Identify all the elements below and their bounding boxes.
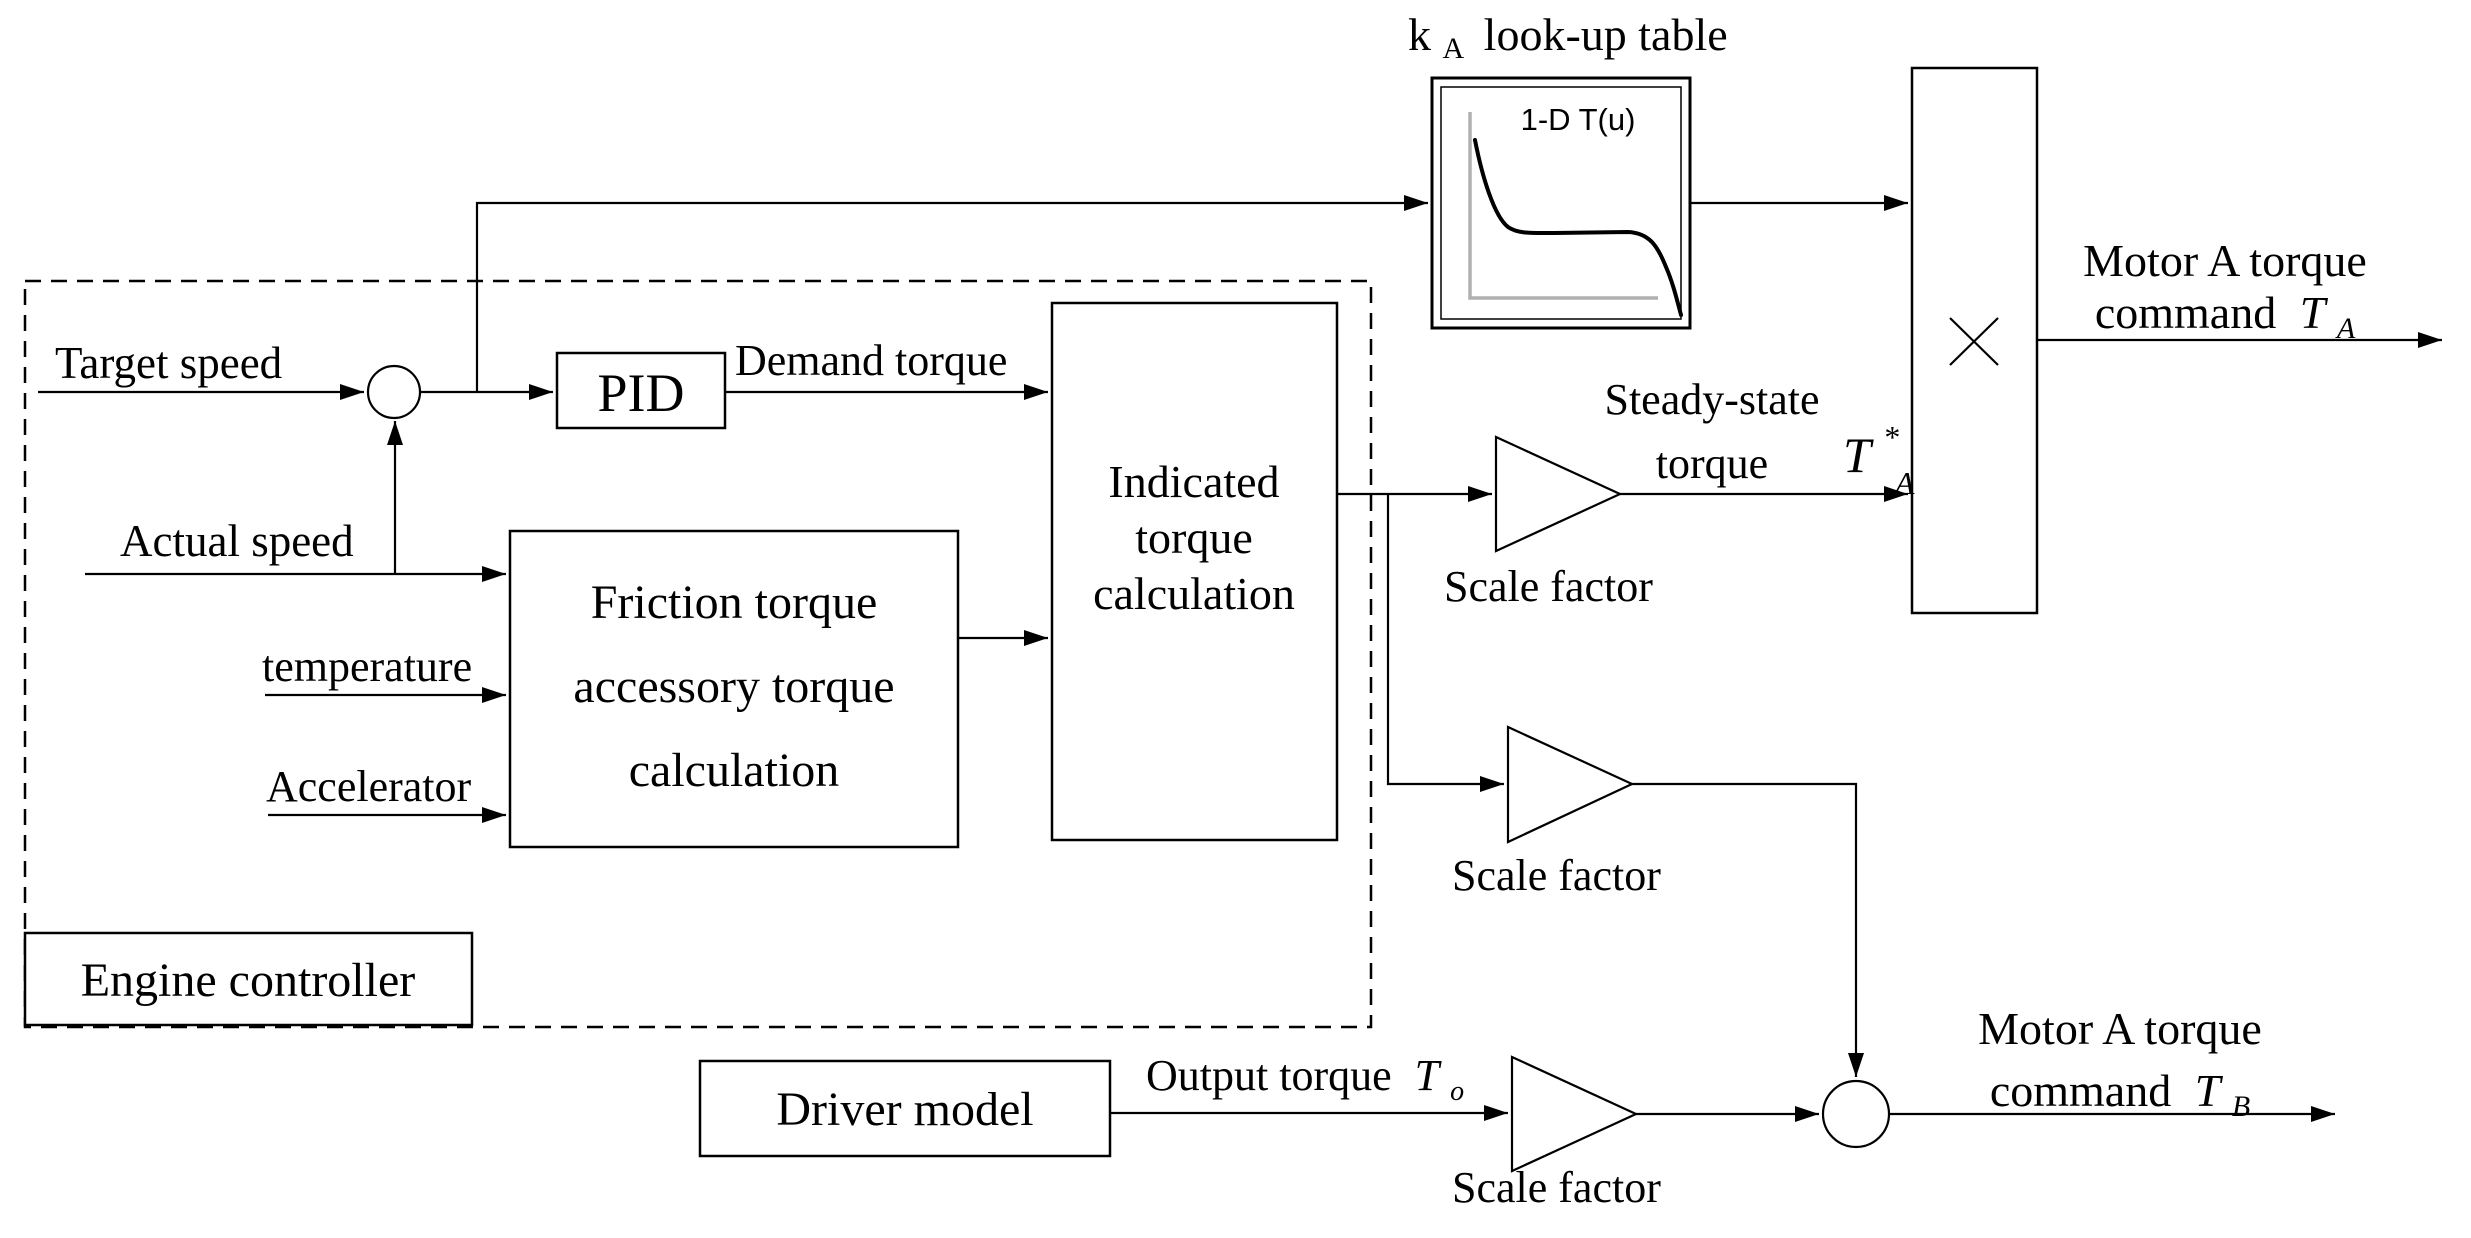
scale-factor-2-gain: [1506, 725, 1635, 844]
steady-state-label-line1: Steady-state: [1604, 375, 1819, 424]
output-torque-symbol: T: [1415, 1051, 1443, 1100]
pid-label: PID: [597, 363, 684, 423]
motor-b-label-line1: Motor A torque: [1978, 1003, 2262, 1054]
indicated-block-line2: torque: [1135, 512, 1253, 563]
indicated-torque-block: [1050, 301, 1339, 842]
driver-model-label: Driver model: [776, 1083, 1033, 1136]
accelerator-label: Accelerator: [266, 762, 472, 811]
motor-b-label-line2: command T B: [1990, 1065, 2250, 1123]
lookup-title-subscript: A: [1443, 32, 1465, 65]
motor-a-label-line1: Motor A torque: [2083, 235, 2367, 286]
motor-a-symbol: T: [2300, 287, 2329, 338]
friction-block-line3: calculation: [629, 744, 840, 797]
demand-torque-label: Demand torque: [735, 336, 1007, 385]
motor-a-command-word: command: [2095, 287, 2276, 338]
friction-block-line2: accessory torque: [573, 660, 894, 713]
lookup-table-axes: [1468, 112, 1658, 300]
friction-block-line1: Friction torque: [591, 576, 878, 629]
scale2-to-sum2-line: [1632, 782, 1864, 1077]
multiply-block: [1910, 66, 2039, 615]
friction-torque-block: [508, 529, 960, 849]
steady-state-label-line2: torque: [1656, 439, 1768, 488]
motor-a-label-line2: command T A: [2095, 287, 2356, 345]
ta-star-base: T: [1843, 427, 1874, 483]
branch-to-scale2-line: [1386, 494, 1504, 792]
lookup-title-rest: look-up table: [1484, 9, 1728, 60]
lookup-title-base: k: [1408, 9, 1431, 60]
engine-controller-label-box: [23, 931, 474, 1027]
scale-factor-3-gain: [1510, 1055, 1639, 1173]
pid-block: [555, 351, 727, 430]
motor-b-symbol: T: [2195, 1065, 2224, 1116]
scale-factor-2-label: Scale factor: [1452, 851, 1661, 900]
temperature-label: temperature: [262, 642, 472, 691]
output-torque-words: Output torque: [1146, 1051, 1392, 1100]
lookup-table-block: 1-D T(u): [1430, 76, 1692, 330]
sum-junction-2: [1821, 1079, 1891, 1149]
branch-to-lookup-line: [475, 195, 1428, 392]
motor-b-command-word: command: [1990, 1065, 2171, 1116]
lookup-table-inner-border: [1440, 86, 1682, 320]
output-torque-symbol-subscript: o: [1450, 1076, 1464, 1107]
ta-star-label: T * A: [1843, 403, 1915, 501]
motor-a-symbol-subscript: A: [2335, 312, 2356, 345]
ta-star-subscript: A: [1893, 465, 1915, 501]
output-torque-label: Output torque T o: [1146, 1051, 1464, 1107]
motor-b-symbol-subscript: B: [2232, 1090, 2250, 1123]
actual-speed-label: Actual speed: [120, 516, 354, 566]
indicated-block-line1: Indicated: [1108, 456, 1279, 507]
engine-controller-label: Engine controller: [81, 954, 416, 1007]
lookup-table-inner-label: 1-D T(u): [1521, 102, 1636, 137]
driver-model-block: [698, 1059, 1112, 1158]
ta-star-superscript: *: [1884, 419, 1900, 455]
target-speed-label: Target speed: [55, 338, 282, 388]
scale-factor-3-label: Scale factor: [1452, 1163, 1661, 1212]
scale-factor-1-label: Scale factor: [1444, 562, 1653, 611]
multiply-icon: [1949, 317, 1999, 366]
engine-controller-boundary: [23, 279, 1373, 1029]
indicated-block-line3: calculation: [1093, 568, 1295, 619]
lookup-table-curve: [1473, 138, 1683, 317]
lookup-table-title: k A look-up table: [1408, 9, 1728, 68]
scale-factor-1-gain: [1494, 435, 1623, 553]
sum-junction-1: [366, 364, 422, 420]
